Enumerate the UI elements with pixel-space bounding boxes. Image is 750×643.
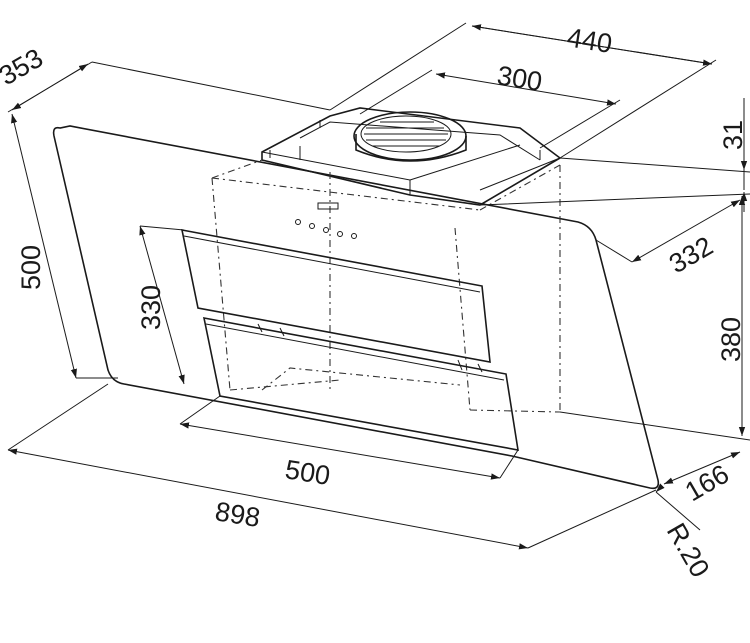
upper-visor-panel: [180, 228, 491, 363]
dim-330: 330: [136, 285, 166, 330]
dim-500-height: 500: [16, 245, 46, 290]
dim-332: 332: [664, 231, 718, 280]
control-panel: [295, 202, 357, 239]
dim-166: 166: [680, 459, 734, 508]
dim-353: 353: [0, 43, 48, 92]
dimension-labels: 440 353 300 31 500 332 330 380 500 166 8…: [0, 22, 748, 582]
dim-380: 380: [716, 317, 746, 362]
dim-500-width: 500: [283, 454, 332, 491]
dim-440: 440: [565, 22, 614, 59]
dimension-lines: [7, 22, 750, 550]
radius-r20: R.20: [661, 518, 716, 582]
dim-31: 31: [718, 120, 748, 150]
hidden-body-outline: [211, 159, 561, 413]
exhaust-vent: [353, 111, 467, 162]
dim-300: 300: [495, 60, 544, 97]
dim-898: 898: [213, 496, 262, 533]
